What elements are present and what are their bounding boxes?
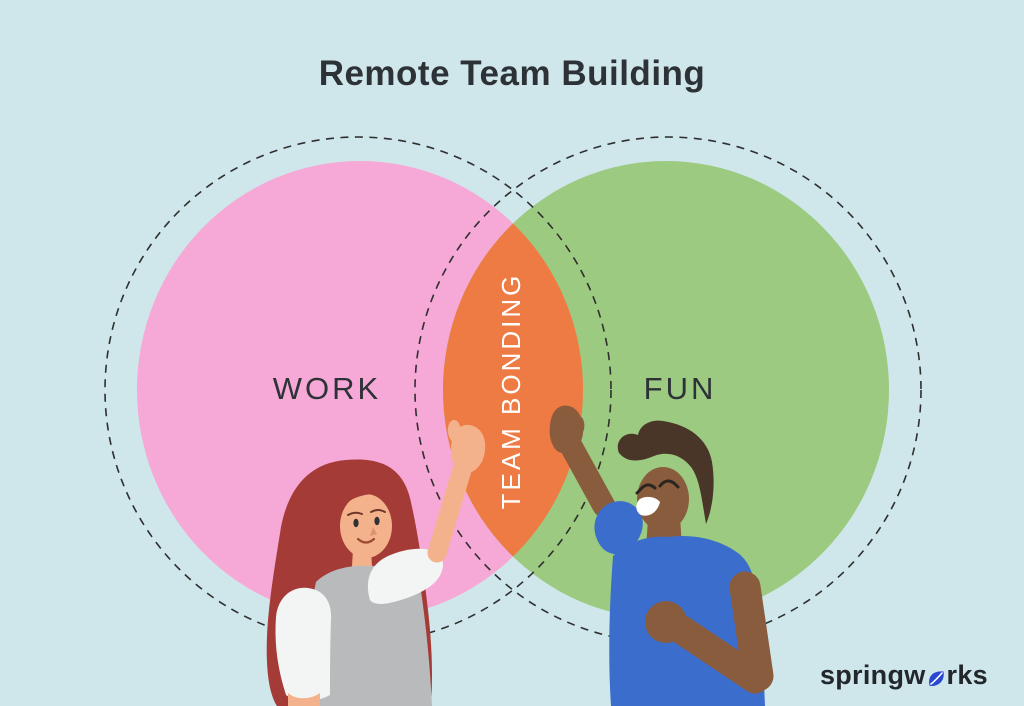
woman-left-eye — [353, 518, 359, 528]
woman-eyebrows — [347, 509, 386, 516]
woman-left-hand — [288, 693, 320, 706]
man-raised-forearm — [559, 434, 616, 518]
logo-text-suffix: rks — [946, 660, 988, 690]
logo-text-prefix: springw — [819, 660, 926, 690]
team-bonding-label: TEAM BONDING — [496, 272, 526, 510]
woman-face — [340, 494, 392, 558]
man-fist — [645, 601, 687, 643]
fun-circle — [443, 161, 889, 619]
man-raised-hand — [549, 405, 584, 454]
woman-dress — [303, 565, 432, 706]
woman-raised-sleeve — [367, 548, 444, 604]
woman-thumb — [447, 420, 461, 444]
woman-smile — [356, 537, 376, 544]
page-title: Remote Team Building — [318, 54, 706, 93]
woman-nose — [370, 527, 377, 536]
woman-illustration — [266, 420, 486, 706]
woman-front-hair — [331, 463, 403, 523]
man-raised-sleeve — [594, 501, 643, 555]
man-hair — [617, 420, 714, 524]
woman-right-eye — [374, 516, 380, 526]
woman-left-sleeve — [275, 587, 332, 701]
springworks-logo: springw rks — [820, 662, 988, 689]
fun-label: FUN — [643, 371, 717, 406]
leaf-icon — [928, 671, 944, 687]
woman-raised-forearm — [427, 460, 472, 563]
man-thumb — [572, 416, 585, 438]
man-smile — [636, 496, 660, 516]
man-closed-eyes — [635, 479, 680, 495]
work-label: WORK — [272, 371, 382, 406]
man-right-upper-arm — [729, 571, 774, 692]
man-right-forearm — [667, 615, 770, 694]
work-circle — [137, 161, 583, 619]
man-illustration — [549, 405, 774, 706]
